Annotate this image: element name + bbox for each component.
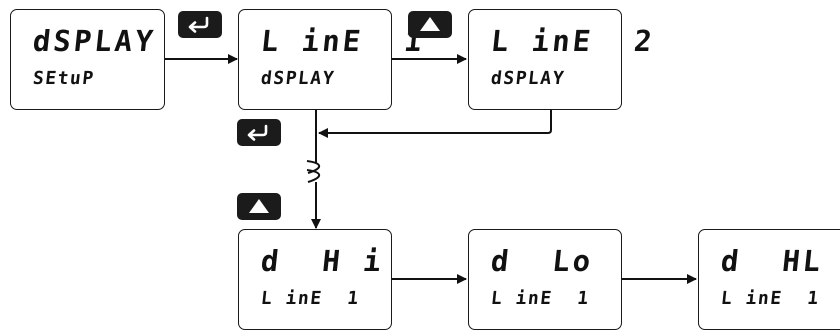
up-arrow-key-icon — [408, 11, 452, 38]
box-line2-text: dSPLAY — [259, 68, 337, 89]
menu-box-line2-display: L inE 2 dSPLAY — [468, 9, 656, 110]
enter-key-icon — [237, 119, 281, 146]
box-line1-text: dSPLAY — [31, 24, 158, 58]
box-line1-text: L inE 1 — [259, 24, 427, 58]
menu-box-d-lo: d Lo L inE 1 — [468, 229, 622, 330]
menu-box-d-hl: d HL L inE 1 — [698, 229, 840, 330]
up-arrow-key-icon — [237, 193, 281, 220]
box-line2-text: dSPLAY — [489, 68, 567, 89]
box-line1-text: L inE 2 — [489, 24, 657, 58]
break-symbol — [306, 160, 321, 183]
box-line1-text: d Lo — [489, 244, 596, 278]
box-line2-text: L inE 1 — [259, 288, 361, 309]
box-line1-text: d H i — [259, 244, 386, 278]
menu-box-display-setup: dSPLAY SEtuP — [10, 9, 165, 110]
menu-box-d-hi: d H i L inE 1 — [238, 229, 392, 330]
box-line2-text: L inE 1 — [719, 288, 821, 309]
box-line2-text: L inE 1 — [489, 288, 591, 309]
box-line1-text: d HL — [719, 244, 826, 278]
box-line2-text: SEtuP — [31, 68, 96, 89]
arrow-line2-return — [318, 110, 552, 138]
enter-key-icon — [178, 11, 222, 38]
menu-box-line1-display: L inE 1 dSPLAY — [238, 9, 426, 110]
